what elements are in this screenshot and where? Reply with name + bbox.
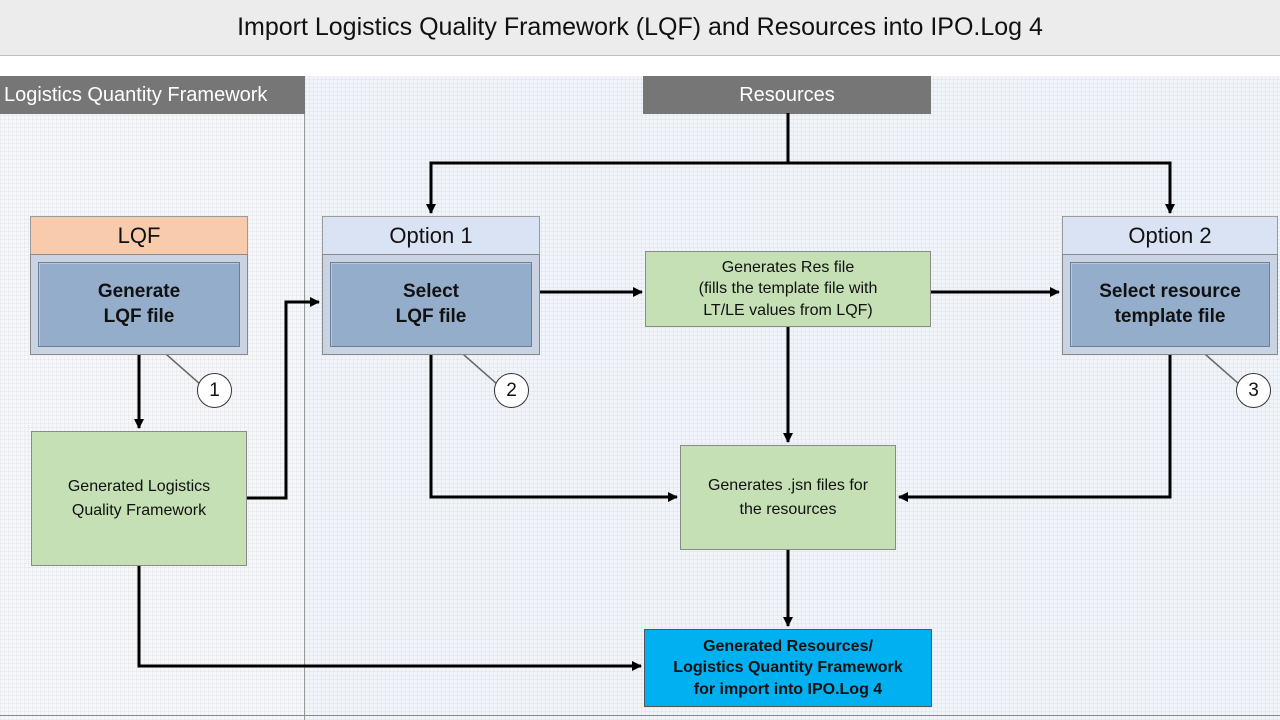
callout-3: 3 bbox=[1236, 373, 1271, 408]
select-template-box: Select resource template file bbox=[1070, 262, 1270, 347]
generated-lqf-box: Generated Logistics Quality Framework bbox=[31, 431, 247, 566]
arrow-resources-to-option2 bbox=[788, 161, 1175, 214]
select-lqf-frame: Select LQF file bbox=[322, 254, 540, 355]
generate-lqf-frame: Generate LQF file bbox=[30, 254, 248, 355]
output-box: Generated Resources/ Logistics Quantity … bbox=[644, 629, 932, 707]
arrow-generated-to-select bbox=[247, 297, 320, 500]
arrow-option1-to-jsn bbox=[429, 355, 678, 502]
jsn-files-box: Generates .jsn files for the resources bbox=[680, 445, 896, 550]
page-title: Import Logistics Quality Framework (LQF)… bbox=[0, 0, 1280, 56]
tab-option-2: Option 2 bbox=[1062, 216, 1278, 254]
arrow-generated-to-output bbox=[137, 566, 642, 671]
lqf-panel bbox=[0, 76, 305, 720]
lqf-panel-header: Logistics Quantity Framework bbox=[0, 76, 305, 114]
res-file-box: Generates Res file (fills the template f… bbox=[645, 251, 931, 327]
tab-option-1: Option 1 bbox=[322, 216, 540, 254]
generate-lqf-box: Generate LQF file bbox=[38, 262, 240, 347]
tab-lqf: LQF bbox=[30, 216, 248, 254]
callout-1: 1 bbox=[197, 373, 232, 408]
arrow-resources-to-option1 bbox=[426, 113, 790, 214]
select-template-frame: Select resource template file bbox=[1062, 254, 1278, 355]
select-lqf-box: Select LQF file bbox=[330, 262, 532, 347]
bottom-divider bbox=[0, 715, 1280, 716]
callout-2: 2 bbox=[494, 373, 529, 408]
arrow-option2-to-jsn bbox=[898, 355, 1172, 502]
resources-panel bbox=[305, 76, 1280, 720]
resources-panel-header: Resources bbox=[643, 76, 931, 114]
